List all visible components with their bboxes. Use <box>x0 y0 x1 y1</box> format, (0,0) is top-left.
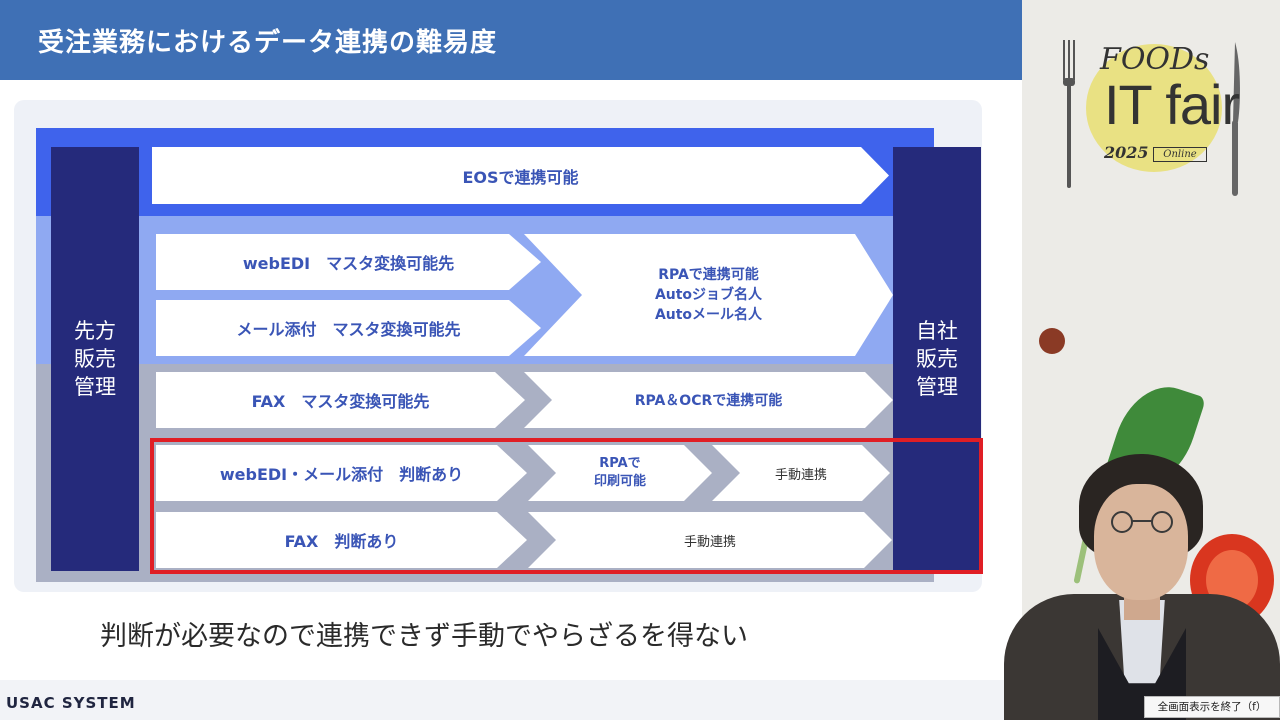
arrow-fax-judgement: FAX 判断あり <box>156 512 527 568</box>
slide-title: 受注業務におけるデータ連携の難易度 <box>38 28 498 58</box>
arrow-rpa: RPAで連携可能 Autoジョブ名人 Autoメール名人 <box>524 234 893 356</box>
arrow-manual-link-2: 手動連携 <box>528 512 892 568</box>
customer-sales-system-label: 先方販売管理 <box>74 319 116 399</box>
arrow-rpa-line: Autoメール名人 <box>654 307 763 323</box>
own-sales-system-label: 自社販売管理 <box>916 319 958 399</box>
arrow-rpa-print-label: RPAで 印刷可能 <box>594 455 646 491</box>
arrow-fax-master: FAX マスタ変換可能先 <box>156 372 525 428</box>
event-logo-year: 2025 <box>1104 143 1149 162</box>
arrow-webedi-mail-judgement: webEDI・メール添付 判断あり <box>156 445 527 501</box>
arrow-eos: EOSで連携可能 <box>152 147 889 204</box>
arrow-webedi-master: webEDI マスタ変換可能先 <box>156 234 541 290</box>
presenter-glasses <box>1111 511 1173 533</box>
arrow-rpa-label: RPAで連携可能 Autoジョブ名人 Autoメール名人 <box>655 265 762 325</box>
presenter-face <box>1094 484 1188 600</box>
slide-header: 受注業務におけるデータ連携の難易度 <box>0 0 1022 80</box>
slide-caption: 判断が必要なので連携できず手動でやらざるを得ない <box>100 621 748 652</box>
event-logo-online: Online <box>1153 147 1207 162</box>
own-sales-system-column: 自社販売管理 <box>893 147 981 571</box>
arrow-fax-master-label: FAX マスタ変換可能先 <box>251 392 430 411</box>
arrow-manual-link-1: 手動連携 <box>712 445 890 501</box>
manual-highlight-box <box>150 438 983 574</box>
arrow-manual-link-1-label: 手動連携 <box>774 467 827 483</box>
event-logo-itfair: IT fair <box>1104 73 1240 136</box>
event-logo-badge <box>1086 44 1222 172</box>
arrow-manual-link-2-label: 手動連携 <box>683 534 736 550</box>
arrow-rpa-print-line: RPAで <box>599 456 641 471</box>
company-logo: USAC SYSTEM <box>6 694 136 712</box>
arrow-rpa-ocr: RPA＆OCRで連携可能 <box>524 372 893 428</box>
arrow-eos-label: EOSで連携可能 <box>462 167 579 187</box>
arrow-webedi-master-label: webEDI マスタ変換可能先 <box>242 254 455 273</box>
arrow-mail-master: メール添付 マスタ変換可能先 <box>156 300 541 356</box>
arrow-mail-master-label: メール添付 マスタ変換可能先 <box>236 320 461 339</box>
arrow-fax-judgement-label: FAX 判断あり <box>284 532 399 551</box>
arrow-rpa-line: RPAで連携可能 <box>658 267 759 283</box>
arrow-rpa-line: Autoジョブ名人 <box>654 287 763 303</box>
exit-fullscreen-button[interactable]: 全画面表示を終了（f） <box>1144 696 1280 718</box>
presentation-slide: 受注業務におけるデータ連携の難易度 先方販売管理 自社販売管理 EOSで連携可能… <box>0 0 1022 720</box>
customer-sales-system-column: 先方販売管理 <box>51 147 139 571</box>
fork-icon <box>1063 40 1075 188</box>
knife-icon <box>1232 42 1240 196</box>
arrow-rpa-ocr-label: RPA＆OCRで連携可能 <box>634 393 783 409</box>
event-logo-foods: FOODs <box>1100 42 1210 77</box>
slide-footer <box>0 680 1022 720</box>
arrow-rpa-print-line: 印刷可能 <box>593 474 646 489</box>
decor-seed <box>1039 328 1065 354</box>
arrow-rpa-print: RPAで 印刷可能 <box>528 445 712 501</box>
arrow-webedi-mail-judgement-label: webEDI・メール添付 判断あり <box>219 465 464 484</box>
